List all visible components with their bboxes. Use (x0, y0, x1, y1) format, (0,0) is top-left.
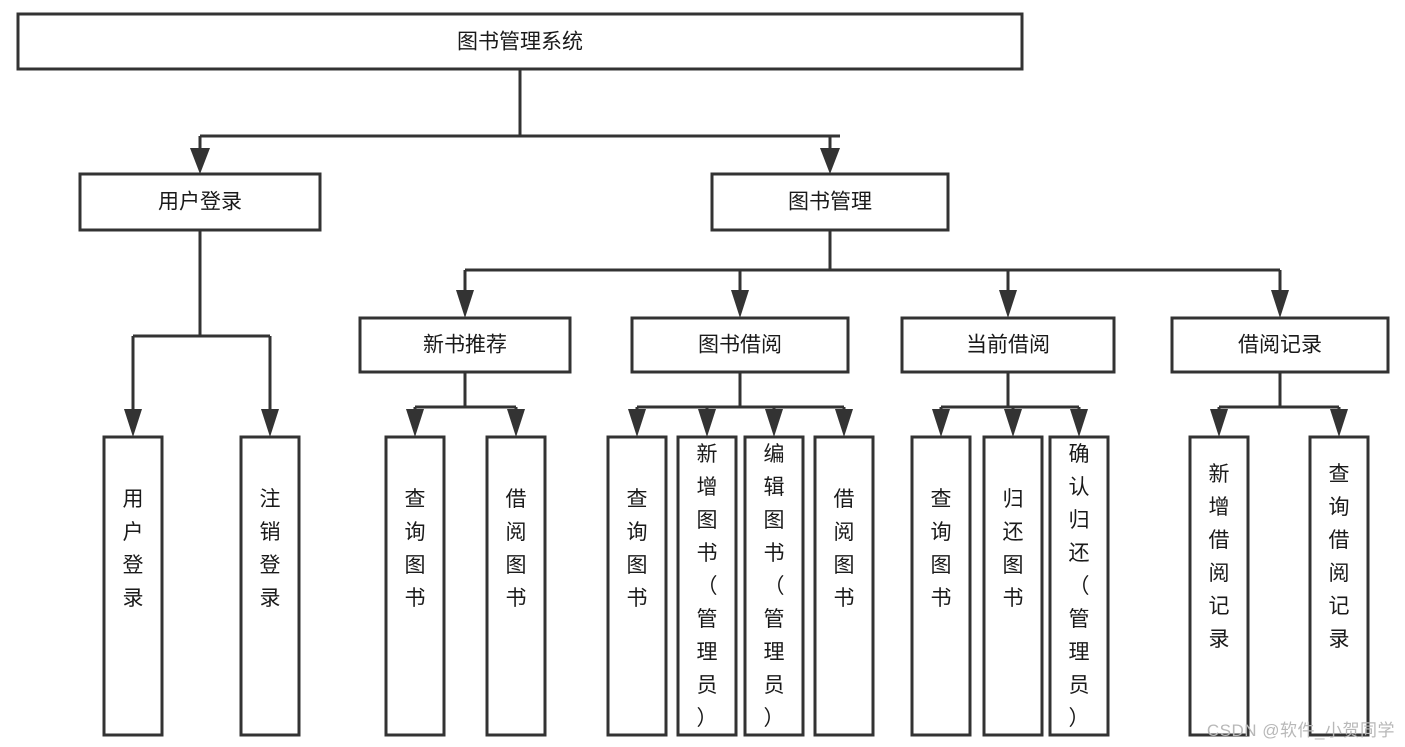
leaf-node-user-login[interactable]: 用户登录 (102, 435, 164, 737)
node-user-login-box[interactable] (78, 172, 322, 232)
connector-current-borrow-to-leaves (932, 372, 1088, 437)
leaf-node-confirm-return[interactable]: 确认归还（管理员） (1048, 435, 1110, 737)
arrow-head-leaf-logout-login (261, 409, 279, 437)
leaf-node-query-borrow-record-box[interactable] (1308, 435, 1370, 737)
connector-book-manage-to-level2 (456, 230, 1289, 318)
leaf-node-confirm-return-label: 确认归还（管理员） (1069, 443, 1090, 730)
leaf-node-borrow-book-recommend-label: 借阅图书 (506, 488, 527, 610)
node-root[interactable]: 图书管理系统 (16, 12, 1024, 71)
node-new-book-recommend-box[interactable] (358, 316, 572, 374)
connector-new-book-recommend-to-leaves (406, 372, 525, 437)
arrow-head-current-borrow (999, 290, 1017, 318)
node-book-manage-box[interactable] (710, 172, 950, 232)
leaf-node-return-book-label: 归还图书 (1003, 488, 1024, 610)
arrow-head-borrow-record (1271, 290, 1289, 318)
node-borrow-record[interactable]: 借阅记录 (1170, 316, 1390, 374)
leaf-node-logout-login-label: 注销登录 (260, 488, 281, 610)
node-current-borrow-box[interactable] (900, 316, 1116, 374)
arrow-head-leaf-borrow-book-recommend (507, 409, 525, 437)
leaf-node-query-book-current[interactable]: 查询图书 (910, 435, 972, 737)
leaf-node-query-book-borrow[interactable]: 查询图书 (606, 435, 668, 737)
arrow-head-leaf-query-book-recommend (406, 409, 424, 437)
leaf-node-edit-book-box[interactable] (743, 435, 805, 737)
node-book-borrow-label: 图书借阅 (698, 334, 782, 357)
leaf-node-query-book-recommend-label: 查询图书 (405, 488, 426, 610)
node-borrow-record-box[interactable] (1170, 316, 1390, 374)
node-book-borrow[interactable]: 图书借阅 (630, 316, 850, 374)
leaf-node-user-login-label: 用户登录 (123, 488, 144, 610)
leaf-node-return-book[interactable]: 归还图书 (982, 435, 1044, 737)
leaf-node-add-borrow-record[interactable]: 新增借阅记录 (1188, 435, 1250, 737)
leaf-node-return-book-box[interactable] (982, 435, 1044, 737)
node-user-login-label: 用户登录 (158, 191, 242, 214)
connector-layer (124, 69, 1348, 437)
connector-user-login-to-leaves (124, 230, 279, 437)
arrow-head-leaf-query-book-borrow (628, 409, 646, 437)
leaf-node-borrow-book-label: 借阅图书 (834, 488, 855, 610)
leaf-node-query-book-borrow-box[interactable] (606, 435, 668, 737)
leaf-node-add-borrow-record-label: 新增借阅记录 (1209, 463, 1230, 651)
connector-book-borrow-to-leaves (628, 372, 853, 437)
leaf-node-query-borrow-record-label: 查询借阅记录 (1329, 463, 1350, 651)
node-current-borrow[interactable]: 当前借阅 (900, 316, 1116, 374)
node-book-manage[interactable]: 图书管理 (710, 172, 950, 232)
node-book-borrow-box[interactable] (630, 316, 850, 374)
connector-root-to-level1 (190, 69, 840, 174)
leaf-node-query-book-recommend[interactable]: 查询图书 (384, 435, 446, 737)
arrow-head-leaf-edit-book (765, 409, 783, 437)
leaf-node-add-book-label: 新增图书（管理员） (697, 443, 718, 730)
node-root-label: 图书管理系统 (457, 31, 583, 54)
leaf-node-confirm-return-box[interactable] (1048, 435, 1110, 737)
arrow-head-leaf-query-book-current (932, 409, 950, 437)
leaf-node-user-login-box[interactable] (102, 435, 164, 737)
node-root-box[interactable] (16, 12, 1024, 71)
arrow-head-leaf-user-login (124, 409, 142, 437)
leaf-node-edit-book-label: 编辑图书（管理员） (764, 443, 785, 730)
node-current-borrow-label: 当前借阅 (966, 334, 1050, 357)
leaf-node-logout-login-box[interactable] (239, 435, 301, 737)
leaf-node-borrow-book-box[interactable] (813, 435, 875, 737)
node-borrow-record-label: 借阅记录 (1238, 334, 1322, 357)
leaf-node-borrow-book-recommend-box[interactable] (485, 435, 547, 737)
leaf-node-borrow-book[interactable]: 借阅图书 (813, 435, 875, 737)
arrow-head-book-manage (820, 148, 840, 174)
connector-borrow-record-to-leaves (1210, 372, 1348, 437)
leaf-node-add-borrow-record-box[interactable] (1188, 435, 1250, 737)
arrow-head-leaf-add-book (698, 409, 716, 437)
leaf-node-query-book-current-box[interactable] (910, 435, 972, 737)
arrow-head-book-borrow (731, 290, 749, 318)
leaf-node-logout-login[interactable]: 注销登录 (239, 435, 301, 737)
node-new-book-recommend[interactable]: 新书推荐 (358, 316, 572, 374)
arrow-head-leaf-query-borrow-record (1330, 409, 1348, 437)
arrow-head-leaf-confirm-return (1070, 409, 1088, 437)
leaf-node-add-book-box[interactable] (676, 435, 738, 737)
leaf-node-query-book-recommend-box[interactable] (384, 435, 446, 737)
leaf-node-borrow-book-recommend[interactable]: 借阅图书 (485, 435, 547, 737)
leaf-node-query-borrow-record[interactable]: 查询借阅记录 (1308, 435, 1370, 737)
arrow-head-user-login (190, 148, 210, 174)
leaf-node-add-book[interactable]: 新增图书（管理员） (676, 435, 738, 737)
arrow-head-new-book-recommend (456, 290, 474, 318)
watermark-credit: CSDN @软件_小贺同学 (1206, 721, 1395, 740)
leaf-node-edit-book[interactable]: 编辑图书（管理员） (743, 435, 805, 737)
arrow-head-leaf-return-book (1004, 409, 1022, 437)
arrow-head-leaf-add-borrow-record (1210, 409, 1228, 437)
leaf-node-query-book-current-label: 查询图书 (931, 488, 952, 610)
leaf-node-query-book-borrow-label: 查询图书 (627, 488, 648, 610)
node-user-login[interactable]: 用户登录 (78, 172, 322, 232)
node-new-book-recommend-label: 新书推荐 (423, 334, 507, 357)
arrow-head-leaf-borrow-book (835, 409, 853, 437)
node-book-manage-label: 图书管理 (788, 191, 872, 214)
